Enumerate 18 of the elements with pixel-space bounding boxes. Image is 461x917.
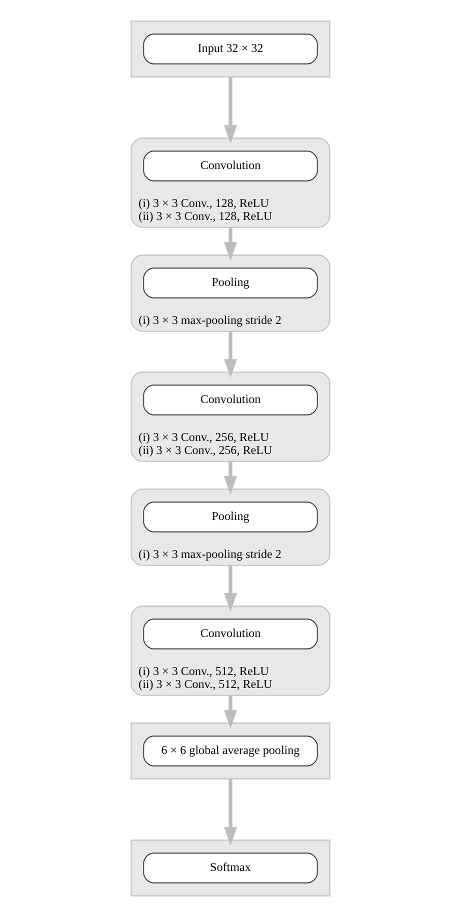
cluster [130,20,330,78]
arrow [224,695,238,729]
cluster [130,840,330,896]
node-box: Convolution [143,150,318,182]
cluster [130,722,330,780]
arrow [224,76,238,144]
arrow [224,461,238,495]
node-box: 6 × 6 global average pooling [143,736,318,766]
node-box: Pooling [143,502,318,532]
node-box: Convolution [143,618,318,650]
arrow [224,331,238,378]
arrow [224,565,238,612]
arrow [224,227,238,261]
node-box: Convolution [143,384,318,416]
arrow [224,778,238,846]
node-box: Softmax [143,852,318,884]
node-box: Input 32 × 32 [143,34,318,64]
node-box: Pooling [143,268,318,298]
